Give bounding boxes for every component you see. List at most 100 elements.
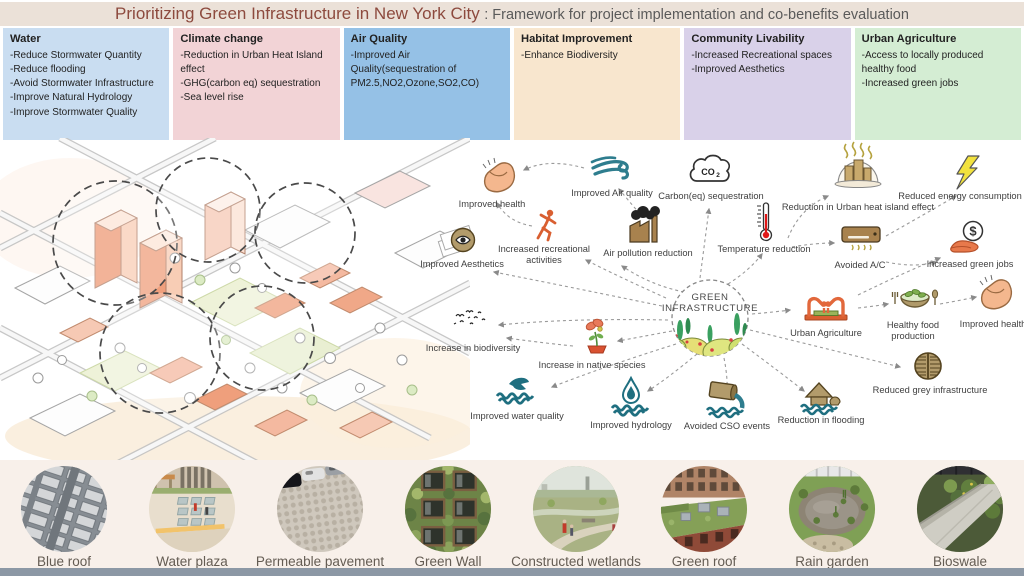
flow-node-label: Reduced grey infrastructure: [873, 385, 988, 395]
flow-node-label: Urban Agriculture: [790, 328, 862, 338]
gallery-item-blue-roof: Blue roof: [4, 465, 124, 569]
benefit-item: -Improve Stormwater Quality: [10, 106, 138, 118]
flow-node-label: Improved Aesthetics: [420, 259, 504, 269]
gallery-item-label: Permeable pavement: [255, 554, 385, 569]
gallery-item-water-plaza: Water plaza: [132, 465, 252, 569]
food-bowl-icon: [891, 289, 939, 308]
flow-node-reduced-energy: Reduced energy consumption: [898, 155, 1022, 201]
benefit-box-habitat-improvement: Habitat Improvement-Enhance Biodiversity: [513, 28, 681, 140]
benefit-item: -Increased Recreational spaces: [691, 49, 832, 61]
water-drop-icon: [610, 375, 650, 417]
flow-node-improved-air-quality: Improved Air quality: [571, 156, 653, 198]
benefit-boxes: Water-Reduce Stormwater Quantity-Reduce …: [3, 28, 1021, 140]
benefit-box-air-quality: Air Quality -Improved Air Quality(sequest…: [343, 28, 510, 140]
house-flood-icon: [799, 382, 841, 416]
benefit-item: -Access to locally produced healthy food: [861, 49, 984, 76]
flow-node-improved-hydrology: Improved hydrology: [590, 375, 672, 430]
flow-center-node: GREEN INFRASTRUCTURE: [662, 279, 758, 357]
benefit-box-heading: Community Livability: [691, 33, 805, 45]
benefit-box-urban-agriculture: Urban Agriculture-Access to locally prod…: [854, 28, 1021, 140]
benefit-item: -Improve Natural Hydrology: [10, 92, 133, 104]
benefit-box-community-livability: Community Livability -Increased Recreatio…: [684, 28, 851, 140]
flow-node-label: Avoided A/C: [835, 260, 886, 270]
green-wall-photo: [404, 465, 492, 553]
flower-pot-icon: [585, 318, 607, 354]
gallery-item-permeable-pavement: Permeable pavement: [256, 465, 384, 569]
bioswale-photo: [916, 465, 1004, 553]
benefit-item: -GHG(carbon eq) sequestration: [180, 78, 321, 90]
benefit-box-heading: Climate change: [180, 33, 264, 45]
flow-node-label: Improved health: [960, 319, 1024, 329]
wind-icon: [590, 156, 630, 180]
flow-diagram-svg: GREEN INFRASTRUCTURE Improved healthImpr…: [420, 141, 1024, 431]
sewer-pipe-icon: [705, 381, 745, 419]
benefit-box-climate-change: Climate change -Reduction in Urban Heat I…: [173, 28, 340, 140]
benefit-box-heading: Air Quality: [350, 33, 408, 45]
flow-arrows: [492, 162, 978, 396]
gallery-item-label: Bioswale: [932, 554, 988, 569]
flow-node-label: Reduced energy consumption: [898, 191, 1022, 201]
city-map-illustration: [0, 134, 490, 476]
factory-icon: [629, 206, 660, 243]
city-dome-icon: [834, 141, 882, 188]
flow-node-label: Carbon(eq) sequestration: [658, 191, 763, 201]
green-roof-photo: [660, 465, 748, 553]
flow-node-label: Improved water quality: [470, 411, 564, 421]
farmers-icon: [804, 296, 848, 321]
flow-node-label: Increase in native species: [539, 360, 646, 370]
flow-node-improved-health-left: Improved health: [459, 157, 526, 209]
flow-node-label: Increase in biodiversity: [426, 343, 521, 353]
benefit-item: -Reduce flooding: [10, 64, 86, 76]
flow-node-label: Air pollution reduction: [603, 248, 692, 258]
gallery-item-label: Rain garden: [795, 554, 869, 569]
gallery-item-bioswale: Bioswale: [900, 465, 1020, 569]
bird-flock-icon: [453, 310, 486, 325]
bottom-bar: [0, 568, 1024, 576]
flow-node-label: Improved Air quality: [571, 188, 653, 198]
page-title-subtitle: : Framework for project implementation a…: [484, 7, 909, 23]
flow-node-label: Improved hydrology: [590, 420, 672, 430]
svg-text:CO: CO: [701, 167, 715, 177]
blue-roof-photo: [20, 465, 108, 553]
air-conditioner-icon: [841, 226, 881, 251]
drain-grate-icon: [914, 352, 942, 380]
flow-node-heat-island: Reduction in Urban heat island effect: [782, 141, 935, 212]
page-title: Prioritizing Green Infrastructure in New…: [0, 2, 1024, 26]
bird-wave-icon: [495, 377, 535, 405]
water-plaza-photo: [148, 465, 236, 553]
hand-dollar-icon: $: [950, 220, 984, 253]
gallery-item-label: Water plaza: [156, 554, 228, 569]
gallery-item-green-wall: Green Wall: [388, 465, 508, 569]
benefit-box-heading: Habitat Improvement: [520, 33, 633, 45]
benefit-item: -Improved Air Quality(sequestration of P…: [350, 49, 480, 90]
flow-node-native-species: Increase in native species: [539, 318, 646, 370]
flexed-arm-icon: [482, 157, 516, 193]
permeable-pavement-photo: [276, 465, 364, 553]
flow-node-label: Temperature reduction: [717, 244, 810, 254]
benefit-box-water: Water-Reduce Stormwater Quantity-Reduce …: [3, 28, 170, 140]
constructed-wetlands-photo: [532, 465, 620, 553]
runner-icon: [536, 209, 557, 242]
benefit-item: -Improved Aesthetics: [691, 64, 785, 76]
flow-node-increased-green-jobs: $Increased green jobs: [927, 220, 1014, 269]
rain-garden-photo: [788, 465, 876, 553]
flow-node-label: Reduction in flooding: [778, 415, 865, 425]
benefit-box-heading: Water: [10, 33, 41, 45]
svg-text:2: 2: [716, 172, 720, 179]
benefit-item: -Reduction in Urban Heat Island effect: [180, 49, 323, 76]
gallery-item-label: Constructed wetlands: [511, 554, 641, 569]
gallery-item-green-roof: Green roof: [644, 465, 764, 569]
thermometer-icon: [757, 202, 773, 242]
flow-node-label: Avoided CSO events: [684, 421, 770, 431]
gallery-item-constructed-wetlands: Constructed wetlands: [511, 465, 641, 569]
flow-node-label: Improved health: [459, 199, 526, 209]
flow-node-improved-health-right: Improved health: [960, 274, 1024, 329]
